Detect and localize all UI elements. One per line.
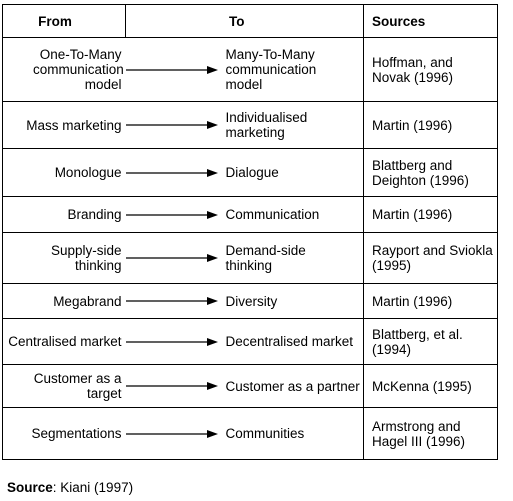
header-sources: Sources [363, 4, 498, 38]
to-cell: Diversity [225, 293, 278, 309]
to-cell: Communities [225, 426, 305, 441]
table-row: Supply-side thinking Demand-side thinkin… [2, 232, 498, 284]
table-row: Centralised market Decentralised market … [2, 318, 498, 365]
to-cell: Customer as a partner [225, 378, 360, 394]
from-cell: Customer as a target [2, 364, 126, 408]
arrow-icon [125, 337, 218, 346]
arrow-icon [125, 429, 218, 438]
arrow-icon [125, 254, 218, 262]
table-row: Monologue Dialogue Blattberg and Deighto… [2, 148, 498, 197]
table-row: Customer as a target Customer as a partn… [2, 364, 498, 408]
source-cell: Blattberg, et al. (1994) [363, 318, 498, 365]
header-from: From [2, 4, 126, 38]
to-cell: Demand-side thinking [225, 243, 306, 273]
from-cell: Monologue [2, 148, 126, 197]
source-note: Source: Kiani (1997) [7, 480, 133, 495]
arrow-icon [125, 382, 218, 390]
arrow-icon [125, 210, 218, 219]
to-cell: Decentralised market [225, 334, 354, 349]
from-cell: Branding [2, 196, 126, 233]
table-row: One-To-Many communication model Many-To-… [2, 37, 498, 102]
arrow-icon [125, 121, 218, 129]
from-cell: Segmentations [2, 407, 126, 460]
arrow-icon [125, 297, 218, 305]
source-cell: Martin (1996) [363, 101, 498, 149]
source-note-text: : Kiani (1997) [52, 480, 134, 495]
paradigm-shift-table: From To Sources One-To-Many communicatio… [2, 4, 498, 460]
table-row: Mass marketing Individualised marketing … [2, 101, 498, 149]
to-cell: Communication [225, 207, 320, 222]
source-cell: Blattberg and Deighton (1996) [363, 148, 498, 197]
source-cell: McKenna (1995) [363, 364, 498, 408]
source-cell: Hoffman, and Novak (1996) [363, 37, 498, 102]
source-cell: Armstrong and Hagel III (1996) [363, 407, 498, 460]
source-cell: Rayport and Sviokla (1995) [363, 232, 498, 284]
from-cell: Mass marketing [2, 101, 126, 149]
source-cell: Martin (1996) [363, 196, 498, 233]
arrow-icon [125, 65, 218, 74]
arrow-icon [125, 168, 218, 177]
header-to: To [125, 4, 364, 38]
from-cell: One-To-Many communication model [2, 37, 126, 102]
from-cell: Supply-side thinking [2, 232, 126, 284]
source-note-label: Source [7, 480, 53, 495]
table-row: Branding Communication Martin (1996) [2, 196, 498, 233]
header-row: From To Sources [2, 4, 498, 38]
to-cell: Individualised marketing [225, 110, 308, 140]
table-row: Segmentations Communities Armstrong and … [2, 407, 498, 460]
from-cell: Megabrand [2, 283, 126, 319]
source-cell: Martin (1996) [363, 283, 498, 319]
to-cell: Dialogue [225, 165, 279, 180]
table-row: Megabrand Diversity Martin (1996) [2, 283, 498, 319]
from-cell: Centralised market [2, 318, 126, 365]
to-cell: Many-To-Many communication model [225, 47, 317, 92]
